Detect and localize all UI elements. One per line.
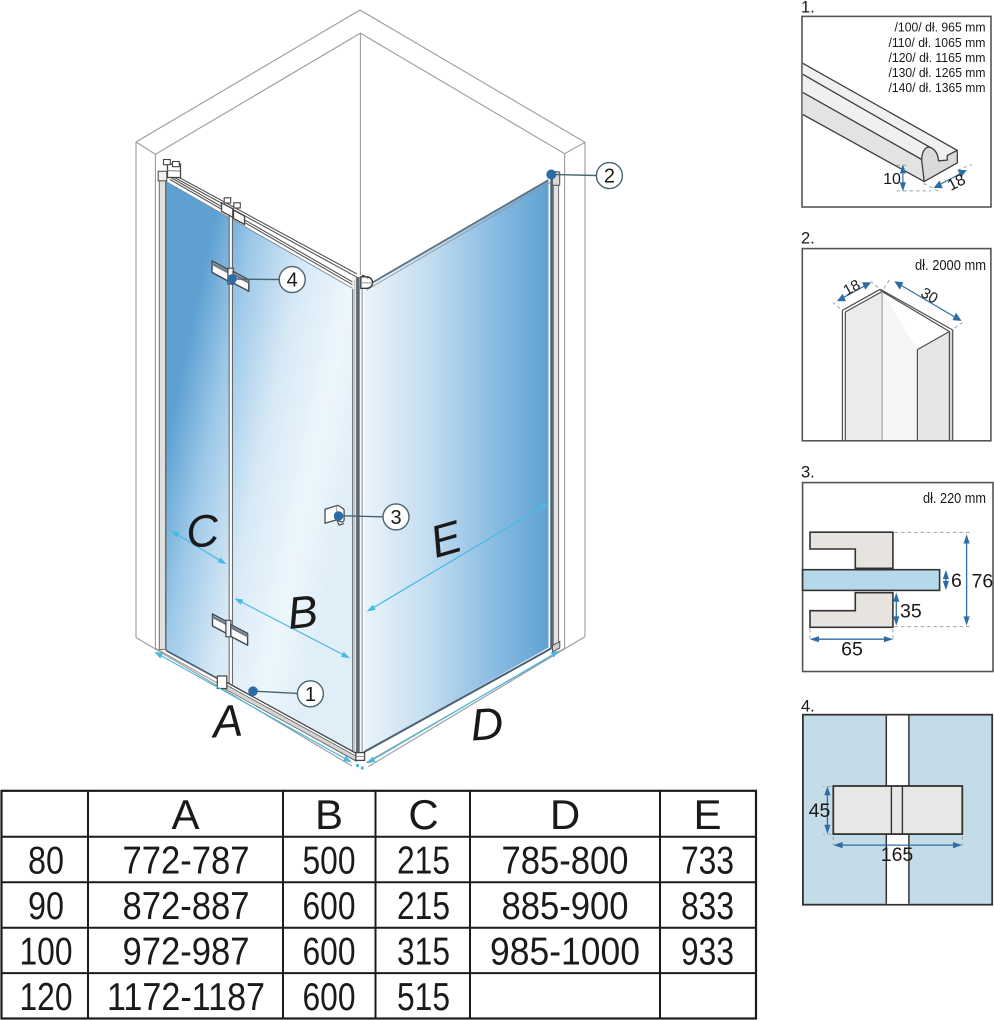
svg-text:4.: 4. <box>801 698 815 716</box>
svg-text:1.: 1. <box>801 0 815 17</box>
svg-text:3.: 3. <box>801 464 815 482</box>
svg-text:dł. 2000 mm: dł. 2000 mm <box>915 257 986 274</box>
svg-text:/110/ dł. 1065 mm: /110/ dł. 1065 mm <box>889 35 986 50</box>
svg-text:4: 4 <box>287 270 298 292</box>
svg-text:600: 600 <box>303 885 356 928</box>
svg-text:885-900: 885-900 <box>502 885 629 928</box>
svg-text:515: 515 <box>397 976 450 1019</box>
svg-text:3: 3 <box>390 507 401 529</box>
svg-text:165: 165 <box>881 844 914 866</box>
svg-text:833: 833 <box>681 885 734 928</box>
svg-text:80: 80 <box>28 840 64 883</box>
svg-text:785-800: 785-800 <box>502 840 629 883</box>
svg-text:C: C <box>408 791 438 838</box>
svg-text:18: 18 <box>945 171 969 194</box>
svg-text:985-1000: 985-1000 <box>490 930 640 973</box>
svg-text:600: 600 <box>303 930 356 973</box>
svg-text:E: E <box>693 791 721 838</box>
svg-text:/140/ dł. 1365 mm: /140/ dł. 1365 mm <box>889 80 986 95</box>
svg-text:772-787: 772-787 <box>123 840 250 883</box>
svg-text:1: 1 <box>305 684 316 706</box>
svg-text:10: 10 <box>883 171 901 188</box>
svg-text:B: B <box>315 791 343 838</box>
svg-text:972-987: 972-987 <box>123 930 250 973</box>
svg-text:120: 120 <box>20 976 73 1019</box>
svg-text:733: 733 <box>681 840 734 883</box>
svg-text:933: 933 <box>681 930 734 973</box>
svg-text:90: 90 <box>28 885 64 928</box>
svg-text:C: C <box>184 504 222 558</box>
svg-text:65: 65 <box>841 639 863 661</box>
svg-text:76: 76 <box>972 571 994 593</box>
svg-text:/130/ dł. 1265 mm: /130/ dł. 1265 mm <box>889 65 986 80</box>
svg-text:35: 35 <box>900 601 922 623</box>
svg-text:A: A <box>208 695 244 748</box>
svg-text:A: A <box>171 791 199 838</box>
svg-text:100: 100 <box>20 930 73 973</box>
svg-text:/100/ dł. 965 mm: /100/ dł. 965 mm <box>895 20 986 35</box>
svg-text:215: 215 <box>397 885 450 928</box>
svg-text:215: 215 <box>397 840 450 883</box>
svg-text:dł. 220 mm: dł. 220 mm <box>923 490 986 507</box>
svg-text:30: 30 <box>918 284 941 307</box>
svg-text:/120/ dł. 1165 mm: /120/ dł. 1165 mm <box>889 50 986 65</box>
svg-text:2: 2 <box>604 166 615 188</box>
svg-text:600: 600 <box>303 976 356 1019</box>
svg-text:D: D <box>469 697 505 750</box>
svg-text:315: 315 <box>397 930 450 973</box>
svg-text:18: 18 <box>840 276 863 299</box>
svg-text:6: 6 <box>951 570 962 592</box>
svg-text:500: 500 <box>303 840 356 883</box>
svg-text:1172-1187: 1172-1187 <box>107 976 265 1019</box>
svg-text:2.: 2. <box>801 230 815 248</box>
svg-text:B: B <box>285 585 320 639</box>
svg-text:45: 45 <box>809 800 831 822</box>
svg-text:D: D <box>550 791 580 838</box>
svg-text:872-887: 872-887 <box>123 885 250 928</box>
